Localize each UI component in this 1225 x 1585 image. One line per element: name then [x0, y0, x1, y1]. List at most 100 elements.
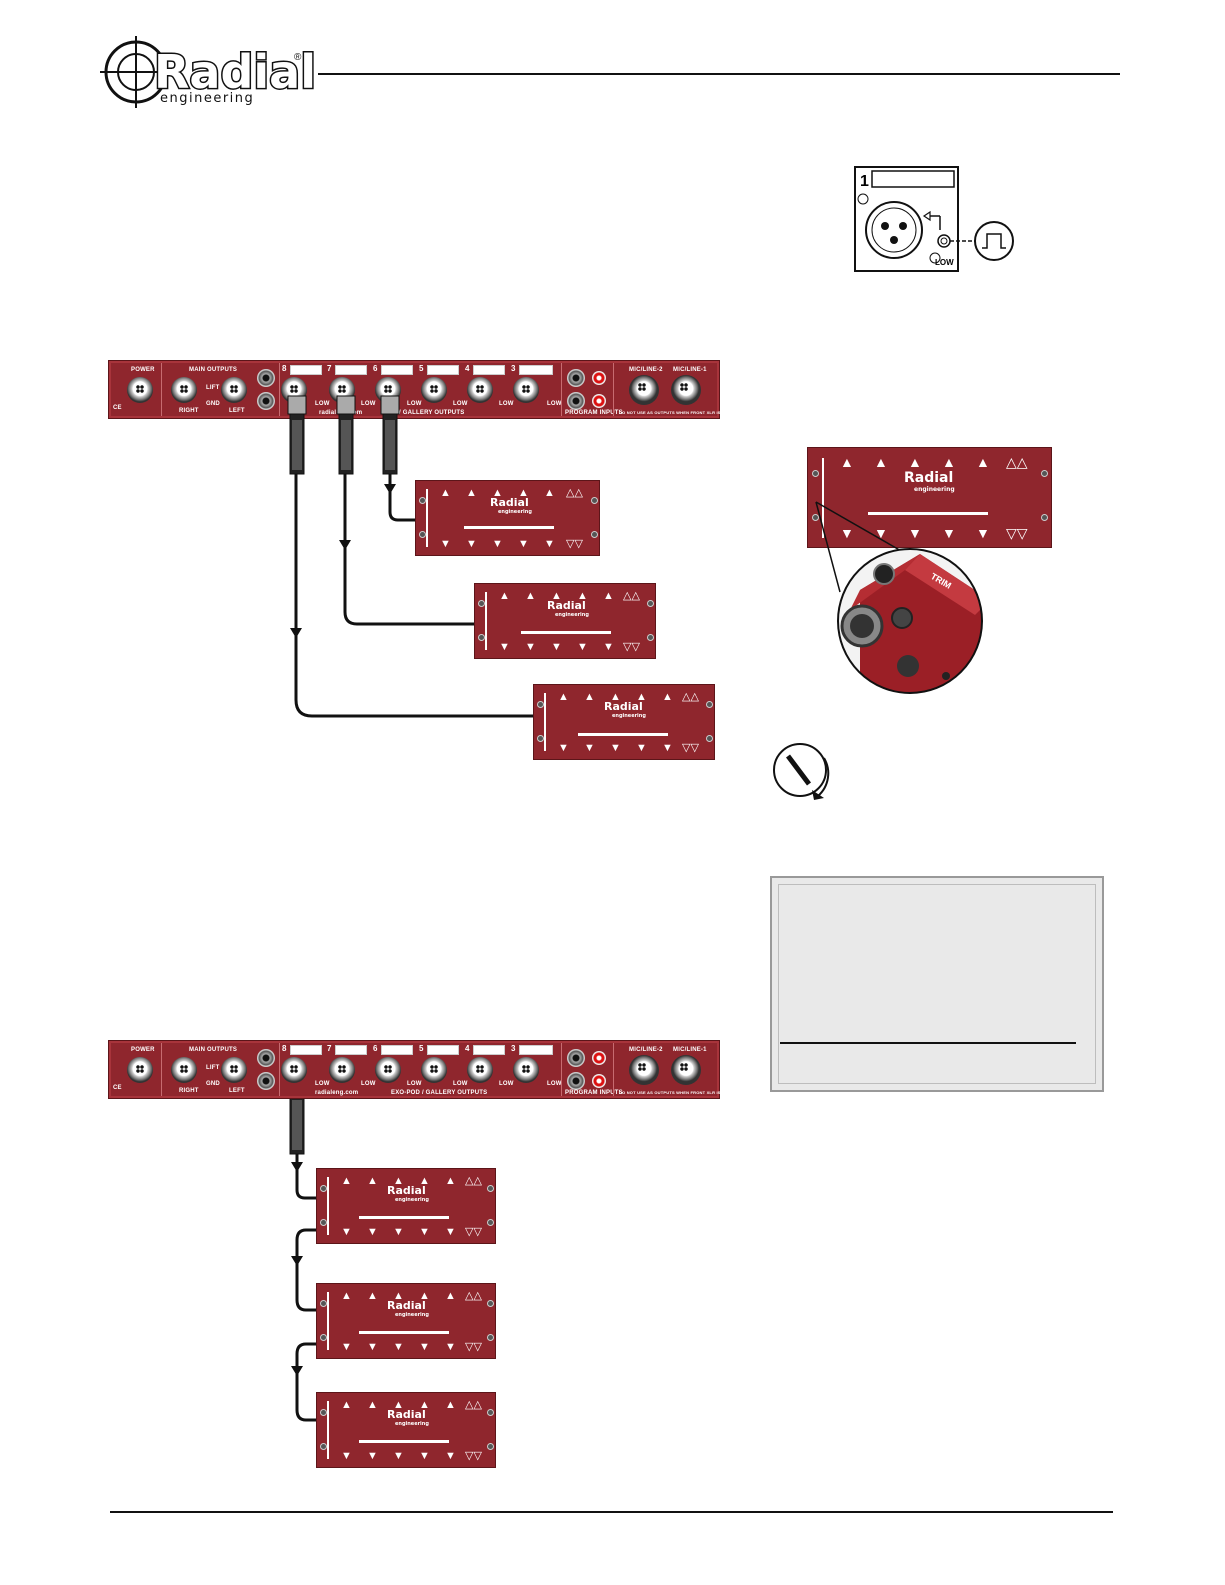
- channel-4-number: 4: [465, 364, 470, 373]
- channel-8-number: 8: [282, 1044, 287, 1053]
- arrow-down-icon: ▼: [499, 641, 510, 653]
- program-input-jack-1: [567, 1049, 585, 1067]
- logo-word: Radial: [154, 45, 316, 99]
- program-input-jack-1: [567, 369, 585, 387]
- arrow-up-icon: ▲: [662, 691, 673, 703]
- logo-sub: engineering: [160, 91, 254, 106]
- channel-5-low: LOW: [453, 401, 468, 407]
- url-label: radialeng.com: [315, 1090, 359, 1096]
- arrow-down-icon: ▼: [525, 641, 536, 653]
- arrow-down-icon: ▼: [393, 1341, 404, 1353]
- arrow-up-icon: ▲: [874, 454, 888, 470]
- mic-line-1-label: MIC/LINE-1: [673, 367, 707, 373]
- arrow-down-icon: ▼: [367, 1226, 378, 1238]
- arrow-down-icon: ▽▽: [465, 1450, 482, 1462]
- arrow-down-icon: ▼: [492, 538, 503, 550]
- channel-8-number: 8: [282, 364, 287, 373]
- arrow-up-icon: △△: [566, 487, 583, 499]
- pod-logo: Radial: [604, 700, 643, 713]
- rack-panel-bottom: POWER CE MAIN OUTPUTS RIGHT LEFT LIFT GN…: [108, 1040, 734, 1099]
- arrow-down-icon: ▼: [662, 742, 673, 754]
- arrow-down-icon: ▼: [367, 1450, 378, 1462]
- arrow-up-icon: ▲: [466, 487, 477, 499]
- aux-jack-2: [257, 1072, 275, 1090]
- aux-jack-2: [257, 392, 275, 410]
- arrow-up-icon: ▲: [393, 1399, 404, 1411]
- mic-line-2-label: MIC/LINE-2: [629, 367, 663, 373]
- channel-detail-diagram: 1 LOW: [854, 166, 1014, 272]
- arrow-up-icon: ▲: [544, 487, 555, 499]
- pod-logo-sub: engineering: [914, 486, 955, 493]
- daisy-chain-link-2: [295, 1342, 318, 1422]
- power-connector: [127, 1057, 153, 1083]
- arrow-up-icon: ▲: [499, 590, 510, 602]
- pod-logo: Radial: [547, 599, 586, 612]
- arrow-down-icon: ▼: [445, 1450, 456, 1462]
- arrow-down-icon: ▼: [419, 1226, 430, 1238]
- arrow-up-icon: ▲: [525, 590, 536, 602]
- pod-logo-sub: engineering: [555, 612, 589, 618]
- detail-low-label: LOW: [935, 258, 954, 267]
- channel-4-low: LOW: [499, 401, 514, 407]
- main-output-right: [171, 377, 197, 403]
- exo-pod-chain-1: ▲ ▲ ▲ ▲ ▲ △△ Radial engineering ▼ ▼ ▼ ▼ …: [316, 1168, 496, 1244]
- channel-3-number: 3: [511, 1044, 516, 1053]
- note-rule: [780, 1042, 1076, 1044]
- arrow-down-icon: [291, 1366, 303, 1376]
- channel-7-output: [329, 1057, 355, 1083]
- radial-logo: Radial ® engineering: [96, 30, 317, 110]
- arrow-up-icon: ▲: [518, 487, 529, 499]
- pod-logo-sub: engineering: [612, 713, 646, 719]
- trim-knob-icon: [773, 743, 830, 800]
- arrow-down-icon: ▼: [840, 525, 854, 541]
- aux-jack-1: [257, 1049, 275, 1067]
- channel-3-output: [513, 1057, 539, 1083]
- arrow-down-icon: ▽▽: [566, 538, 583, 550]
- arrow-up-icon: ▲: [419, 1175, 430, 1187]
- mic-line-2-input: [629, 375, 659, 405]
- channel-6-number: 6: [373, 1044, 378, 1053]
- arrow-down-icon: ▼: [558, 742, 569, 754]
- arrow-down-icon: ▼: [466, 538, 477, 550]
- channel-5-output: [421, 1057, 447, 1083]
- program-input-rca-2: [592, 394, 606, 408]
- arrow-up-icon: ▲: [558, 691, 569, 703]
- channel-8-low: LOW: [315, 1081, 330, 1087]
- pod-logo: Radial: [387, 1184, 426, 1197]
- cable-line-7: [343, 474, 476, 626]
- arrow-up-icon: ▲: [341, 1175, 352, 1187]
- gnd-label: GND: [206, 401, 220, 407]
- radial-logo-mark-icon: Radial ® engineering: [100, 36, 317, 108]
- arrow-down-icon: [291, 1256, 303, 1266]
- note-box: [770, 876, 1104, 1092]
- channel-6-number: 6: [373, 364, 378, 373]
- arrow-down-icon: ▼: [518, 538, 529, 550]
- arrow-down-icon: ▽▽: [465, 1226, 482, 1238]
- left-label: LEFT: [229, 1088, 245, 1094]
- arrow-down-icon: ▼: [942, 525, 956, 541]
- exo-pod-1: ▲ ▲ ▲ ▲ ▲ △△ Radial engineering ▼ ▼ ▼ ▼ …: [415, 480, 600, 556]
- arrow-up-icon: ▲: [610, 691, 621, 703]
- channel-7-low: LOW: [361, 1081, 376, 1087]
- pod-logo: Radial: [904, 470, 954, 486]
- exo-pod-chain-3: ▲ ▲ ▲ ▲ ▲ △△ Radial engineering ▼ ▼ ▼ ▼ …: [316, 1392, 496, 1468]
- channel-6-output: [375, 1057, 401, 1083]
- channel-3-low: LOW: [547, 1081, 562, 1087]
- arrow-down-icon: ▽▽: [682, 742, 699, 754]
- arrow-up-icon: ▲: [577, 590, 588, 602]
- arrow-up-icon: ▲: [636, 691, 647, 703]
- arrow-down-icon: ▼: [908, 525, 922, 541]
- arrow-down-icon: ▽▽: [465, 1341, 482, 1353]
- warning-label: DO NOT USE AS OUTPUTS WHEN FRONT XLR IS …: [619, 1090, 734, 1095]
- right-label: RIGHT: [179, 1088, 199, 1094]
- arrow-up-icon: ▲: [908, 454, 922, 470]
- rack-panel-top: POWER CE MAIN OUTPUTS RIGHT LEFT LIFT GN…: [108, 360, 734, 419]
- arrow-down-icon: ▼: [551, 641, 562, 653]
- channel-6-low: LOW: [407, 401, 422, 407]
- pod-logo-sub: engineering: [395, 1312, 429, 1318]
- arrow-down-icon: ▼: [440, 538, 451, 550]
- program-input-rca-1: [592, 1051, 606, 1065]
- program-input-rca-2: [592, 1074, 606, 1088]
- arrow-down-icon: ▼: [636, 742, 647, 754]
